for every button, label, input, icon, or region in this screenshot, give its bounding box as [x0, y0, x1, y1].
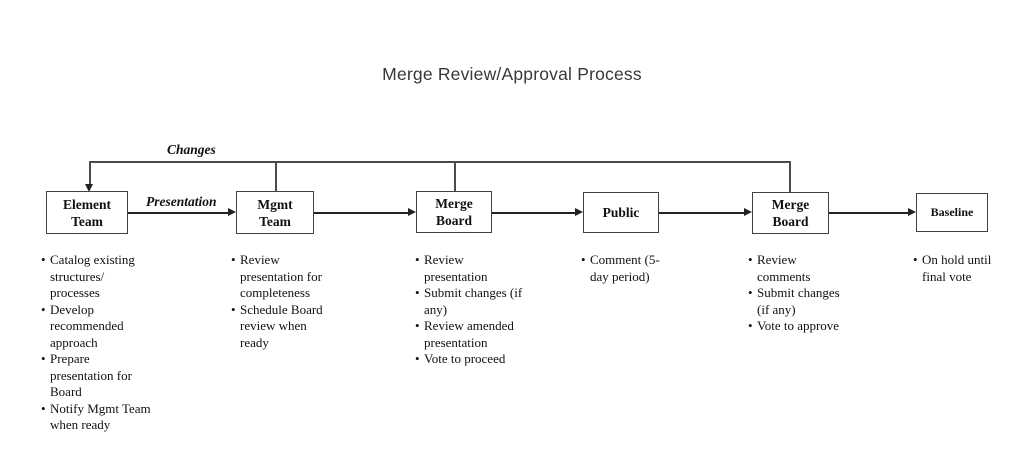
arrow-public-to-merge-board-2-line [659, 212, 744, 214]
bullet-list-element-team: Catalog existing structures/ processesDe… [41, 252, 151, 434]
bullet-item: Develop recommended approach [41, 302, 151, 352]
arrow-mgmt-to-merge-board-1-head-icon [408, 208, 416, 216]
presentation-edge-label: Presentation [146, 194, 217, 209]
bullet-item: Prepare presentation for Board [41, 351, 151, 401]
bullet-list-merge-board-1: Review presentationSubmit changes (if an… [415, 252, 527, 368]
bullet-item: Submit changes (if any) [415, 285, 527, 318]
node-mgmt-team-label: Mgmt Team [257, 196, 293, 229]
bullet-item: Vote to approve [748, 318, 848, 335]
arrow-merge-board-2-to-baseline-head-icon [908, 208, 916, 216]
bullet-item: Schedule Board review when ready [231, 302, 335, 352]
bullet-item: Review comments [748, 252, 848, 285]
arrow-merge-board-2-to-baseline-line [829, 212, 908, 214]
arrow-merge-board-1-to-public-line [492, 212, 575, 214]
node-merge-board-1: Merge Board [416, 191, 492, 233]
bullet-item: Review amended presentation [415, 318, 527, 351]
bullet-item: Catalog existing structures/ processes [41, 252, 151, 302]
changes-edge-label: Changes [167, 142, 216, 157]
diagram-title: Merge Review/Approval Process [382, 64, 642, 84]
merge-board-2-changes-vertical-line [789, 161, 791, 192]
node-element-team: Element Team [46, 191, 128, 234]
node-public: Public [583, 192, 659, 233]
bullet-list-mgmt-team: Review presentation for completenessSche… [231, 252, 335, 351]
node-baseline: Baseline [916, 193, 988, 232]
arrow-mgmt-to-merge-board-1-line [314, 212, 408, 214]
changes-arrowhead-down-icon [85, 184, 93, 192]
node-baseline-label: Baseline [930, 205, 974, 219]
arrow-element-to-mgmt-line [128, 212, 228, 214]
arrow-public-to-merge-board-2-head-icon [744, 208, 752, 216]
bullet-item: Review presentation for completeness [231, 252, 335, 302]
node-merge-board-2-label: Merge Board [771, 197, 810, 229]
merge-board-1-changes-stub-line [454, 161, 456, 191]
changes-feedback-horizontal-line [89, 161, 790, 163]
bullet-item: Vote to proceed [415, 351, 527, 368]
arrow-element-to-mgmt-head-icon [228, 208, 236, 216]
node-merge-board-1-label: Merge Board [435, 196, 473, 228]
changes-feedback-left-vertical-line [89, 161, 91, 184]
bullet-item: Review presentation [415, 252, 527, 285]
node-merge-board-2: Merge Board [752, 192, 829, 234]
mgmt-team-changes-stub-line [275, 161, 277, 191]
bullet-item: Submit changes (if any) [748, 285, 848, 318]
bullet-item: Comment (5-day period) [581, 252, 673, 285]
bullet-list-baseline: On hold until final vote [913, 252, 1003, 285]
arrow-merge-board-1-to-public-head-icon [575, 208, 583, 216]
node-public-label: Public [602, 205, 640, 220]
bullet-list-public: Comment (5-day period) [581, 252, 673, 285]
bullet-list-merge-board-2: Review commentsSubmit changes (if any)Vo… [748, 252, 848, 335]
bullet-item: Notify Mgmt Team when ready [41, 401, 151, 434]
node-mgmt-team: Mgmt Team [236, 191, 314, 234]
node-element-team-label: Element Team [63, 196, 111, 229]
bullet-item: On hold until final vote [913, 252, 1003, 285]
